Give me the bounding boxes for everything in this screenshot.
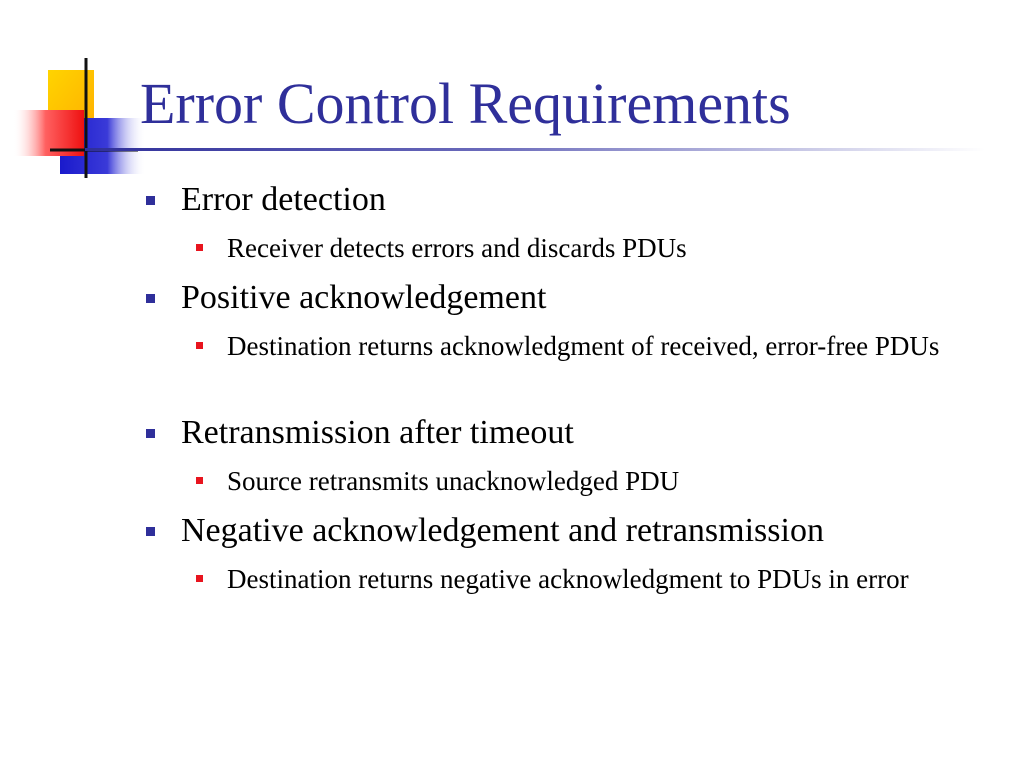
bullet-text: Error detection <box>181 181 386 218</box>
bullet-text: Negative acknowledgement and retransmiss… <box>181 512 824 549</box>
sub-bullet-text: Destination returns negative acknowledgm… <box>227 564 909 594</box>
square-bullet-icon <box>146 294 155 303</box>
sub-bullet-text: Source retransmits unacknowledged PDU <box>227 466 680 496</box>
sub-bullet-text: Destination returns acknowledgment of re… <box>227 331 940 361</box>
sub-bullet-text: Receiver detects errors and discards PDU… <box>227 233 687 263</box>
square-bullet-icon <box>146 527 155 536</box>
square-bullet-icon <box>196 244 203 251</box>
bullet-text: Retransmission after timeout <box>181 414 574 451</box>
slide-title: Error Control Requirements <box>140 71 791 136</box>
title-divider <box>85 148 985 151</box>
bullet-text: Positive acknowledgement <box>181 279 547 316</box>
sub-bullet-item: Source retransmits unacknowledged PDU <box>196 463 1006 499</box>
sub-bullet-item: Destination returns acknowledgment of re… <box>196 328 1006 364</box>
square-bullet-icon <box>196 477 203 484</box>
slide-logo-icon <box>14 58 146 178</box>
sub-bullet-item: Destination returns negative acknowledgm… <box>196 561 1006 597</box>
sub-bullet-item: Receiver detects errors and discards PDU… <box>196 230 1006 266</box>
square-bullet-icon <box>196 342 203 349</box>
square-bullet-icon <box>196 575 203 582</box>
square-bullet-icon <box>146 429 155 438</box>
square-bullet-icon <box>146 196 155 205</box>
